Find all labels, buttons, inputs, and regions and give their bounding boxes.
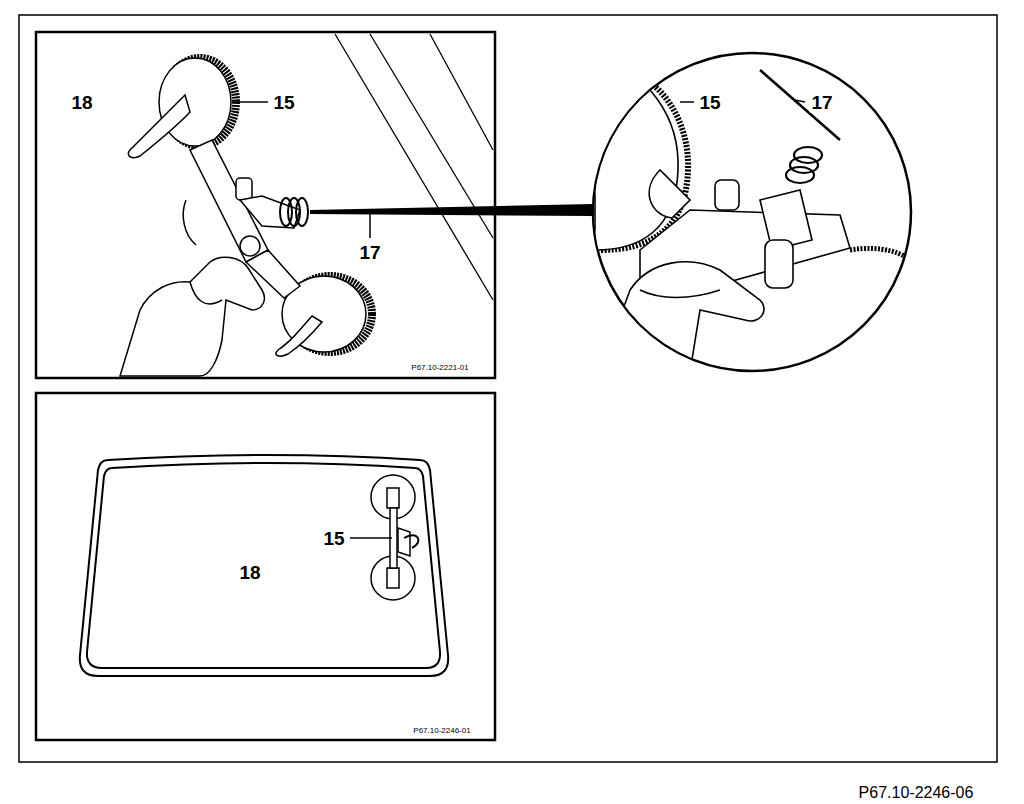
figure-number: P67.10-2246-06: [857, 784, 976, 802]
suction-lifter: [120, 58, 372, 376]
callout-number: 15: [321, 528, 346, 549]
top-panel: [36, 32, 495, 378]
leader-lines: [232, 100, 805, 538]
callout-number: 17: [809, 92, 834, 113]
callout-number: 17: [357, 242, 382, 263]
windshield-outline: [80, 455, 448, 676]
reference-number: 18: [69, 92, 94, 113]
windshield-edge: [335, 34, 493, 300]
zoom-leader: [310, 204, 594, 216]
callout-number: 15: [697, 92, 722, 113]
outer-frame: [19, 15, 997, 762]
figure-code: P67.10-2246-01: [411, 726, 472, 736]
zoom-detail: [595, 60, 915, 372]
reference-number: 18: [237, 562, 262, 583]
zoom-circle: [593, 53, 911, 371]
figure-code: P67.10-2221-01: [409, 363, 470, 373]
bottom-panel: [36, 393, 495, 740]
callout-number: 15: [271, 92, 296, 113]
